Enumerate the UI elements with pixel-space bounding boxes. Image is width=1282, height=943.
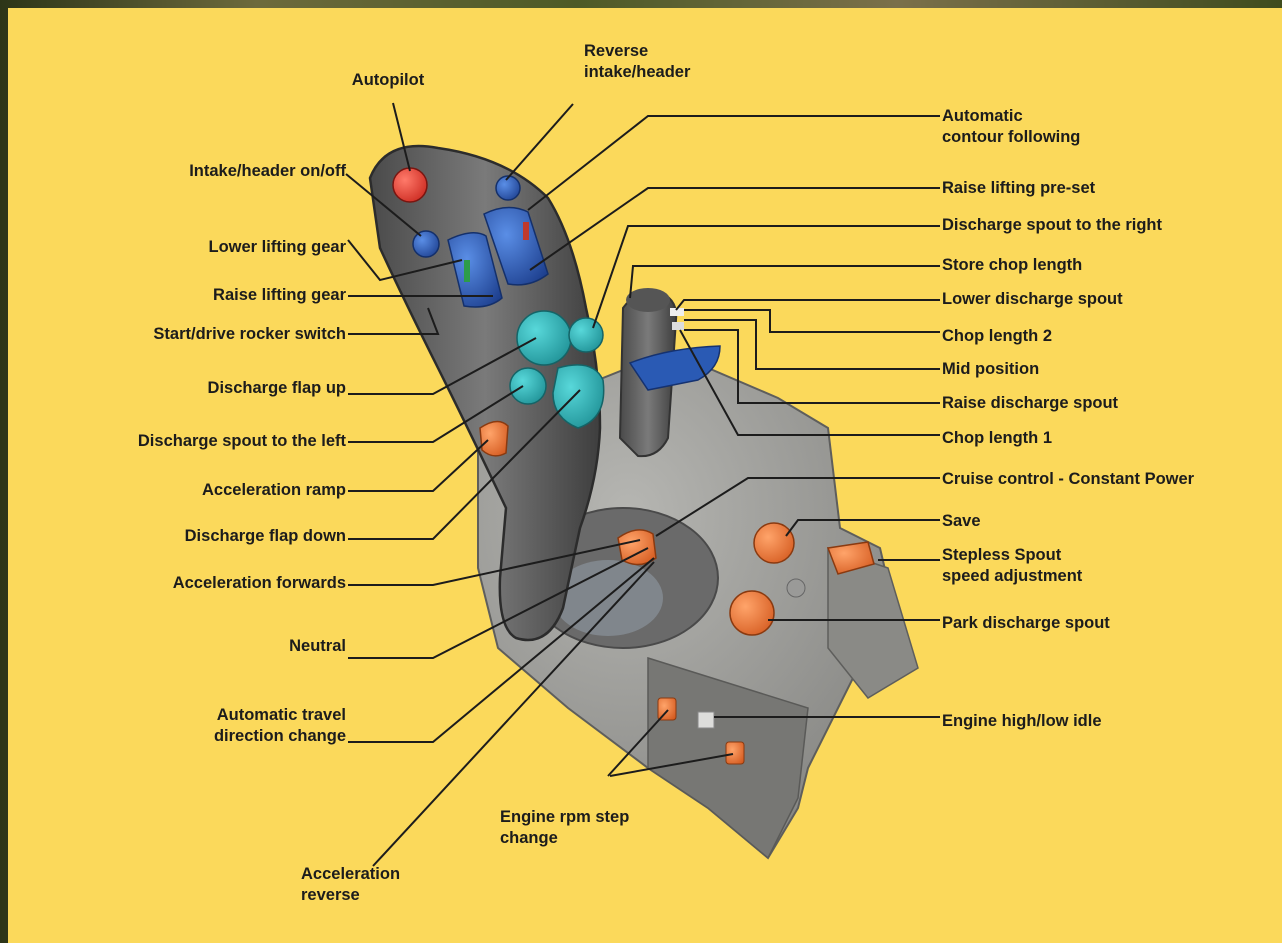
label-cruise: Cruise control - Constant Power bbox=[942, 469, 1278, 490]
label-start-drive: Start/drive rocker switch bbox=[48, 324, 346, 345]
label-lower-spout: Lower discharge spout bbox=[942, 289, 1242, 310]
leader-mid bbox=[684, 320, 940, 369]
label-autopilot: Autopilot bbox=[323, 70, 453, 91]
park-spout-button bbox=[730, 591, 774, 635]
label-accel-rev: Acceleration reverse bbox=[301, 864, 461, 906]
label-intake-onoff: Intake/header on/off bbox=[68, 161, 346, 182]
spout-right-button bbox=[569, 318, 603, 352]
spout-left-button bbox=[510, 368, 546, 404]
label-raise-lifting: Raise lifting gear bbox=[68, 285, 346, 306]
rpm-down-switch bbox=[726, 742, 744, 764]
diagram-panel: Autopilot Reverse intake/header Intake/h… bbox=[8, 8, 1282, 943]
flap-up-button bbox=[517, 311, 571, 365]
label-store-chop: Store chop length bbox=[942, 255, 1242, 276]
leader-lower-spout bbox=[676, 300, 940, 310]
label-chop1: Chop length 1 bbox=[942, 428, 1242, 449]
label-spout-right: Discharge spout to the right bbox=[942, 215, 1262, 236]
leader-store-chop bbox=[630, 266, 940, 298]
intake-onoff-button bbox=[413, 231, 439, 257]
label-park-spout: Park discharge spout bbox=[942, 613, 1242, 634]
label-flap-down: Discharge flap down bbox=[68, 526, 346, 547]
label-raise-spout: Raise discharge spout bbox=[942, 393, 1242, 414]
leader-raise-preset bbox=[530, 188, 940, 270]
label-flap-up: Discharge flap up bbox=[68, 378, 346, 399]
autopilot-button bbox=[393, 168, 427, 202]
label-save: Save bbox=[942, 511, 1242, 532]
save-button bbox=[754, 523, 794, 563]
label-auto-travel: Automatic travel direction change bbox=[68, 705, 346, 747]
label-engine-rpm: Engine rpm step change bbox=[500, 807, 690, 849]
label-mid: Mid position bbox=[942, 359, 1242, 380]
leader-accel-ramp bbox=[348, 440, 488, 491]
accel-ramp-lever bbox=[480, 421, 508, 455]
idle-switch bbox=[698, 712, 714, 728]
leader-contour bbox=[528, 116, 940, 210]
label-reverse-intake: Reverse intake/header bbox=[584, 41, 744, 83]
label-stepless: Stepless Spout speed adjustment bbox=[942, 545, 1242, 587]
reverse-intake-button bbox=[496, 176, 520, 200]
console-indicator bbox=[787, 579, 805, 597]
label-lower-lifting: Lower lifting gear bbox=[68, 237, 346, 258]
label-spout-left: Discharge spout to the left bbox=[48, 431, 346, 452]
label-raise-preset: Raise lifting pre-set bbox=[942, 178, 1242, 199]
label-accel-ramp: Acceleration ramp bbox=[68, 480, 346, 501]
label-chop2: Chop length 2 bbox=[942, 326, 1242, 347]
leader-reverse bbox=[506, 104, 573, 180]
label-neutral: Neutral bbox=[68, 636, 346, 657]
label-auto-contour: Automatic contour following bbox=[942, 106, 1242, 148]
label-engine-idle: Engine high/low idle bbox=[942, 711, 1242, 732]
label-accel-fwd: Acceleration forwards bbox=[68, 573, 346, 594]
